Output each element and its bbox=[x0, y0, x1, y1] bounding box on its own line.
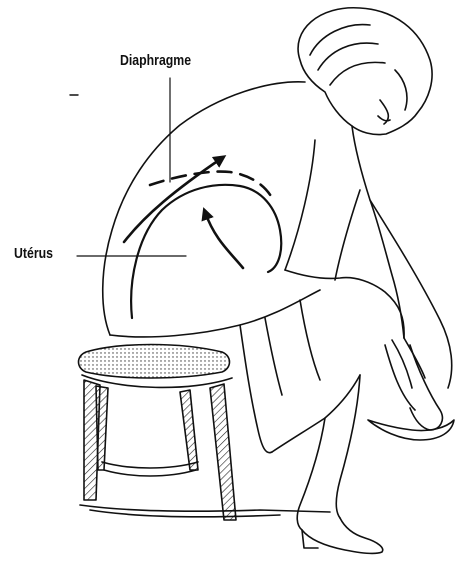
stool bbox=[79, 345, 331, 521]
diaphragme-label: Diaphragme bbox=[120, 52, 191, 69]
diaphragm-line bbox=[70, 95, 272, 198]
uterus-outline bbox=[131, 185, 281, 318]
woman-head bbox=[298, 8, 432, 135]
woman-torso bbox=[103, 82, 404, 338]
upward-arrow-inner bbox=[205, 212, 243, 268]
uterus-label: Utérus bbox=[14, 245, 53, 262]
woman-arm bbox=[370, 200, 452, 430]
woman-leg bbox=[297, 375, 382, 553]
